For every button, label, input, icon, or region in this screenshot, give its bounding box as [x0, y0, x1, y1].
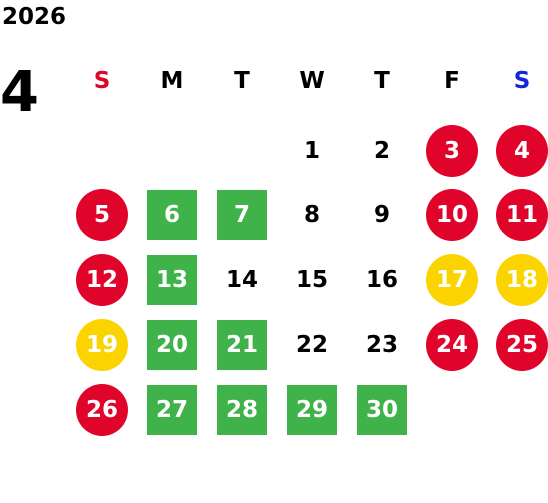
- day-23: 23: [365, 332, 398, 358]
- day-1: 1: [303, 138, 320, 164]
- day-28: 28: [217, 385, 267, 435]
- day-2: 2: [373, 138, 390, 164]
- weekday-5: F: [444, 68, 460, 94]
- day-16: 16: [365, 267, 398, 293]
- day-9: 9: [373, 202, 390, 228]
- day-11: 11: [496, 189, 548, 241]
- day-12: 12: [76, 254, 128, 306]
- day-27: 27: [147, 385, 197, 435]
- day-15: 15: [295, 267, 328, 293]
- day-30: 30: [357, 385, 407, 435]
- weekday-3: W: [299, 68, 325, 94]
- day-24: 24: [426, 319, 478, 371]
- day-25: 25: [496, 319, 548, 371]
- day-5: 5: [76, 189, 128, 241]
- weekday-2: T: [234, 68, 250, 94]
- day-17: 17: [426, 254, 478, 306]
- day-26: 26: [76, 384, 128, 436]
- day-8: 8: [303, 202, 320, 228]
- day-10: 10: [426, 189, 478, 241]
- year-label: 2026: [2, 4, 67, 30]
- day-18: 18: [496, 254, 548, 306]
- weekday-0: S: [93, 68, 111, 94]
- month-label: 4: [0, 60, 39, 125]
- day-29: 29: [287, 385, 337, 435]
- day-6: 6: [147, 190, 197, 240]
- day-4: 4: [496, 125, 548, 177]
- weekday-4: T: [374, 68, 390, 94]
- day-20: 20: [147, 320, 197, 370]
- day-3: 3: [426, 125, 478, 177]
- day-22: 22: [295, 332, 328, 358]
- weekday-6: S: [513, 68, 531, 94]
- day-19: 19: [76, 319, 128, 371]
- day-13: 13: [147, 255, 197, 305]
- day-21: 21: [217, 320, 267, 370]
- day-14: 14: [225, 267, 258, 293]
- weekday-1: M: [160, 68, 184, 94]
- day-7: 7: [217, 190, 267, 240]
